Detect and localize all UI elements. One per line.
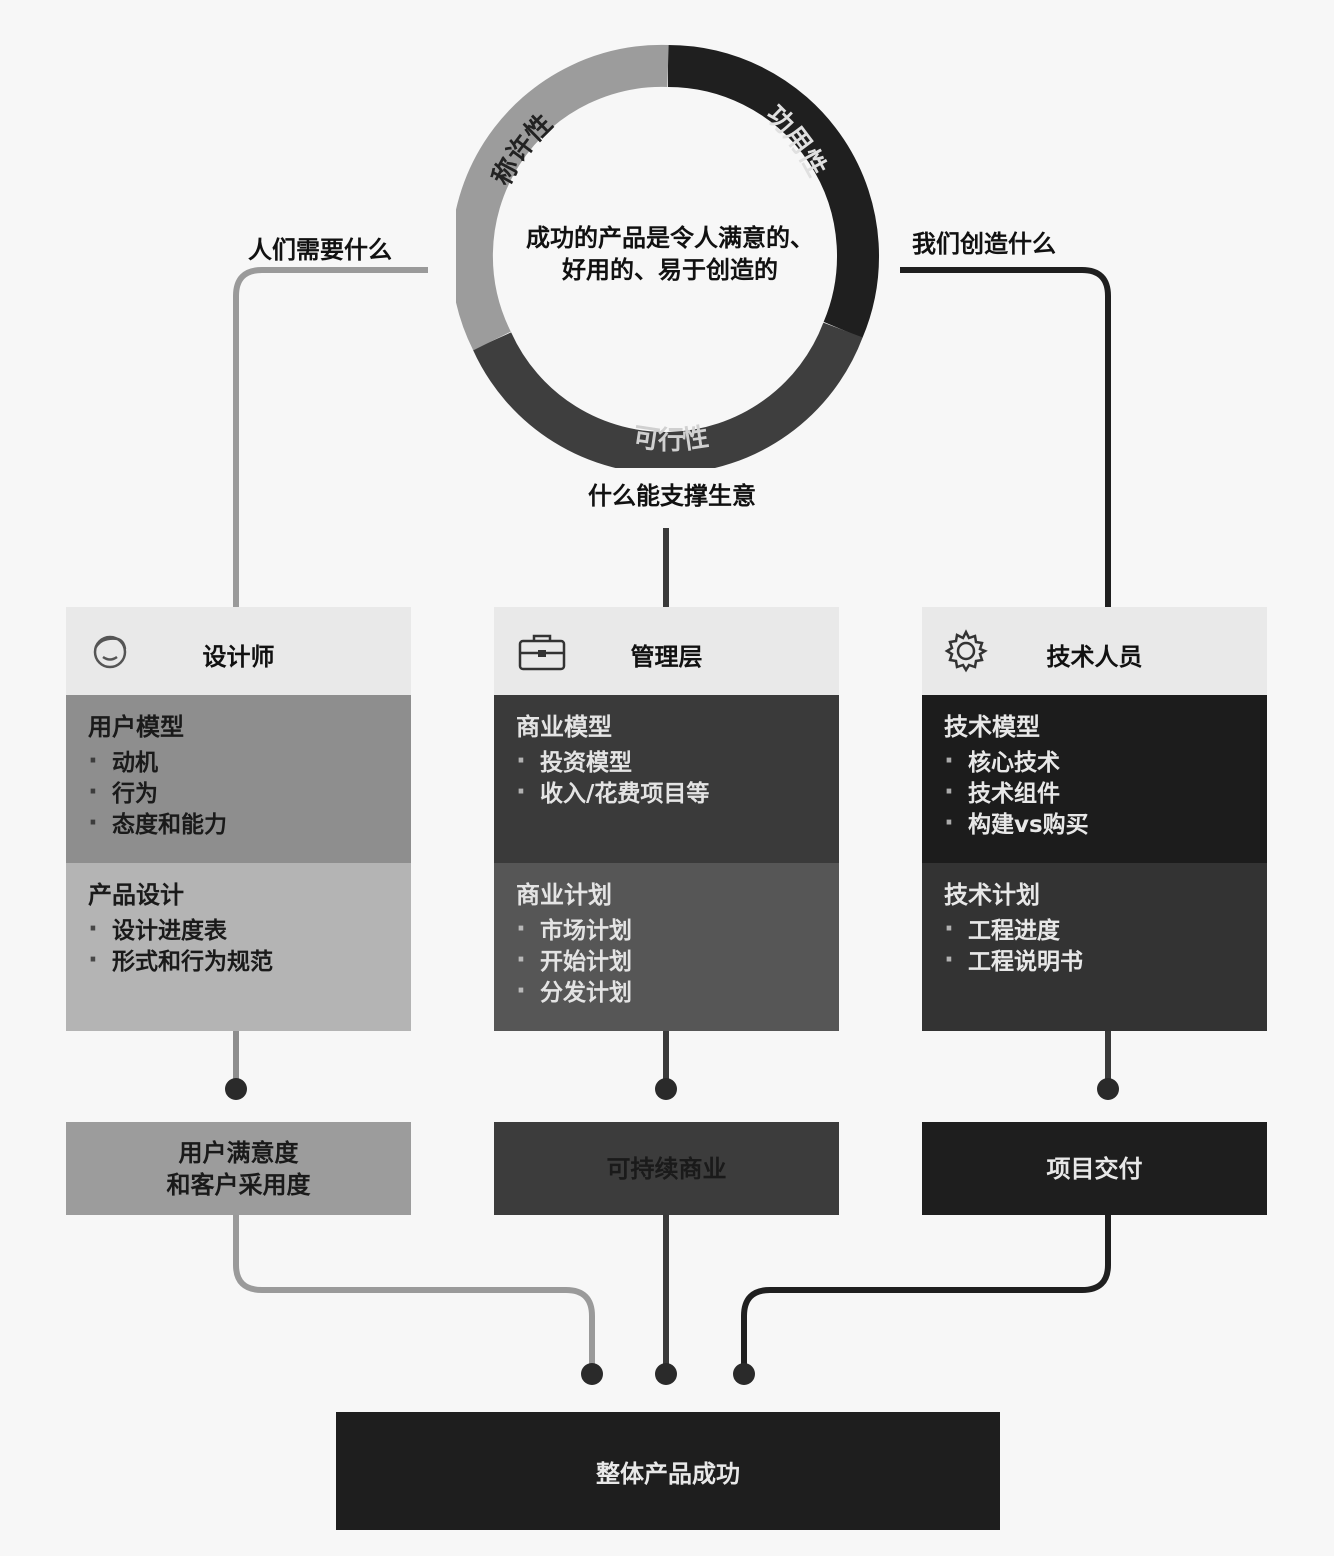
card-header: 管理层 xyxy=(494,607,839,695)
ring-label-feasibility: 可行性 xyxy=(631,422,711,456)
list-item: 市场计划 xyxy=(516,914,817,947)
list-item: 分发计划 xyxy=(516,976,817,1009)
outcome-user-satisfaction: 用户满意度 和客户采用度 xyxy=(66,1122,411,1215)
card-title: 技术人员 xyxy=(1046,643,1143,671)
outcome-line-1: 可持续商业 xyxy=(606,1154,727,1183)
list-item: 投资模型 xyxy=(516,746,817,779)
list-item: 动机 xyxy=(88,746,389,779)
card-header: 技术人员 xyxy=(922,607,1267,695)
center-line-1: 成功的产品是令人满意的、 xyxy=(526,224,814,252)
ring-segment-desirability xyxy=(456,44,669,351)
venn-ring: 功用性 可行性 称许性 xyxy=(456,44,879,468)
section-tech-plan: 技术计划 工程进度 工程说明书 xyxy=(922,863,1267,1031)
connector-dot xyxy=(1097,1078,1119,1100)
outcome-project-delivery: 项目交付 xyxy=(922,1122,1267,1215)
connector-right-bottom xyxy=(741,1214,1111,1372)
section-title: 商业计划 xyxy=(516,881,612,909)
list-item: 形式和行为规范 xyxy=(88,945,389,978)
final-product-success: 整体产品成功 xyxy=(336,1412,1000,1530)
card-header: 设计师 xyxy=(66,607,411,695)
section-business-model: 商业模型 投资模型 收入/花费项目等 xyxy=(494,695,839,863)
list-item: 设计进度表 xyxy=(88,914,389,947)
center-line-2: 好用的、易于创造的 xyxy=(562,256,778,284)
section-tech-model: 技术模型 核心技术 技术组件 构建vs购买 xyxy=(922,695,1267,863)
card-title: 管理层 xyxy=(630,643,703,671)
connector-dot xyxy=(655,1363,677,1385)
connector-dot xyxy=(581,1363,603,1385)
list-item: 态度和能力 xyxy=(88,808,389,841)
section-title: 技术计划 xyxy=(944,881,1040,909)
list-item: 开始计划 xyxy=(516,945,817,978)
ring-segment-feasibility xyxy=(472,322,863,468)
connector-left-top xyxy=(233,267,428,608)
list-item: 收入/花费项目等 xyxy=(516,777,817,810)
connector-dot xyxy=(733,1363,755,1385)
question-right: 我们创造什么 xyxy=(912,230,1056,258)
outcome-sustainable-business: 可持续商业 xyxy=(494,1122,839,1215)
question-bottom: 什么能支撑生意 xyxy=(588,482,756,510)
section-product-design: 产品设计 设计进度表 形式和行为规范 xyxy=(66,863,411,1031)
column-designer: 设计师 用户模型 动机 行为 态度和能力 产品设计 设计进度表 形式和行为规范 xyxy=(66,607,411,1031)
section-user-model: 用户模型 动机 行为 态度和能力 xyxy=(66,695,411,863)
list-item: 构建vs购买 xyxy=(944,808,1245,841)
list-item: 工程说明书 xyxy=(944,945,1245,978)
card-title: 设计师 xyxy=(202,643,275,671)
column-technical: 技术人员 技术模型 核心技术 技术组件 构建vs购买 技术计划 工程进度 工程说… xyxy=(922,607,1267,1031)
connector-left-bottom xyxy=(233,1214,595,1372)
section-title: 商业模型 xyxy=(516,713,612,741)
section-title: 用户模型 xyxy=(88,713,184,741)
outcome-line-2: 和客户采用度 xyxy=(166,1170,311,1199)
designer-face-icon xyxy=(93,635,127,669)
briefcase-icon xyxy=(518,634,566,671)
list-item: 行为 xyxy=(88,777,389,810)
list-item: 技术组件 xyxy=(944,777,1245,810)
connector-dot xyxy=(225,1078,247,1100)
section-title: 技术模型 xyxy=(944,713,1040,741)
section-business-plan: 商业计划 市场计划 开始计划 分发计划 xyxy=(494,863,839,1031)
list-item: 核心技术 xyxy=(944,746,1245,779)
outcome-line-1: 项目交付 xyxy=(1046,1154,1143,1183)
section-title: 产品设计 xyxy=(88,881,184,909)
ring-segment-utility xyxy=(667,45,879,339)
gear-icon xyxy=(944,629,988,673)
connector-right-top xyxy=(900,267,1111,608)
outcome-line-1: 用户满意度 xyxy=(178,1138,299,1167)
list-item: 工程进度 xyxy=(944,914,1245,947)
ring-center-text: 成功的产品是令人满意的、 好用的、易于创造的 xyxy=(500,222,840,286)
question-left: 人们需要什么 xyxy=(248,236,392,264)
column-management: 管理层 商业模型 投资模型 收入/花费项目等 商业计划 市场计划 开始计划 分发… xyxy=(494,607,839,1031)
connector-dot xyxy=(655,1078,677,1100)
